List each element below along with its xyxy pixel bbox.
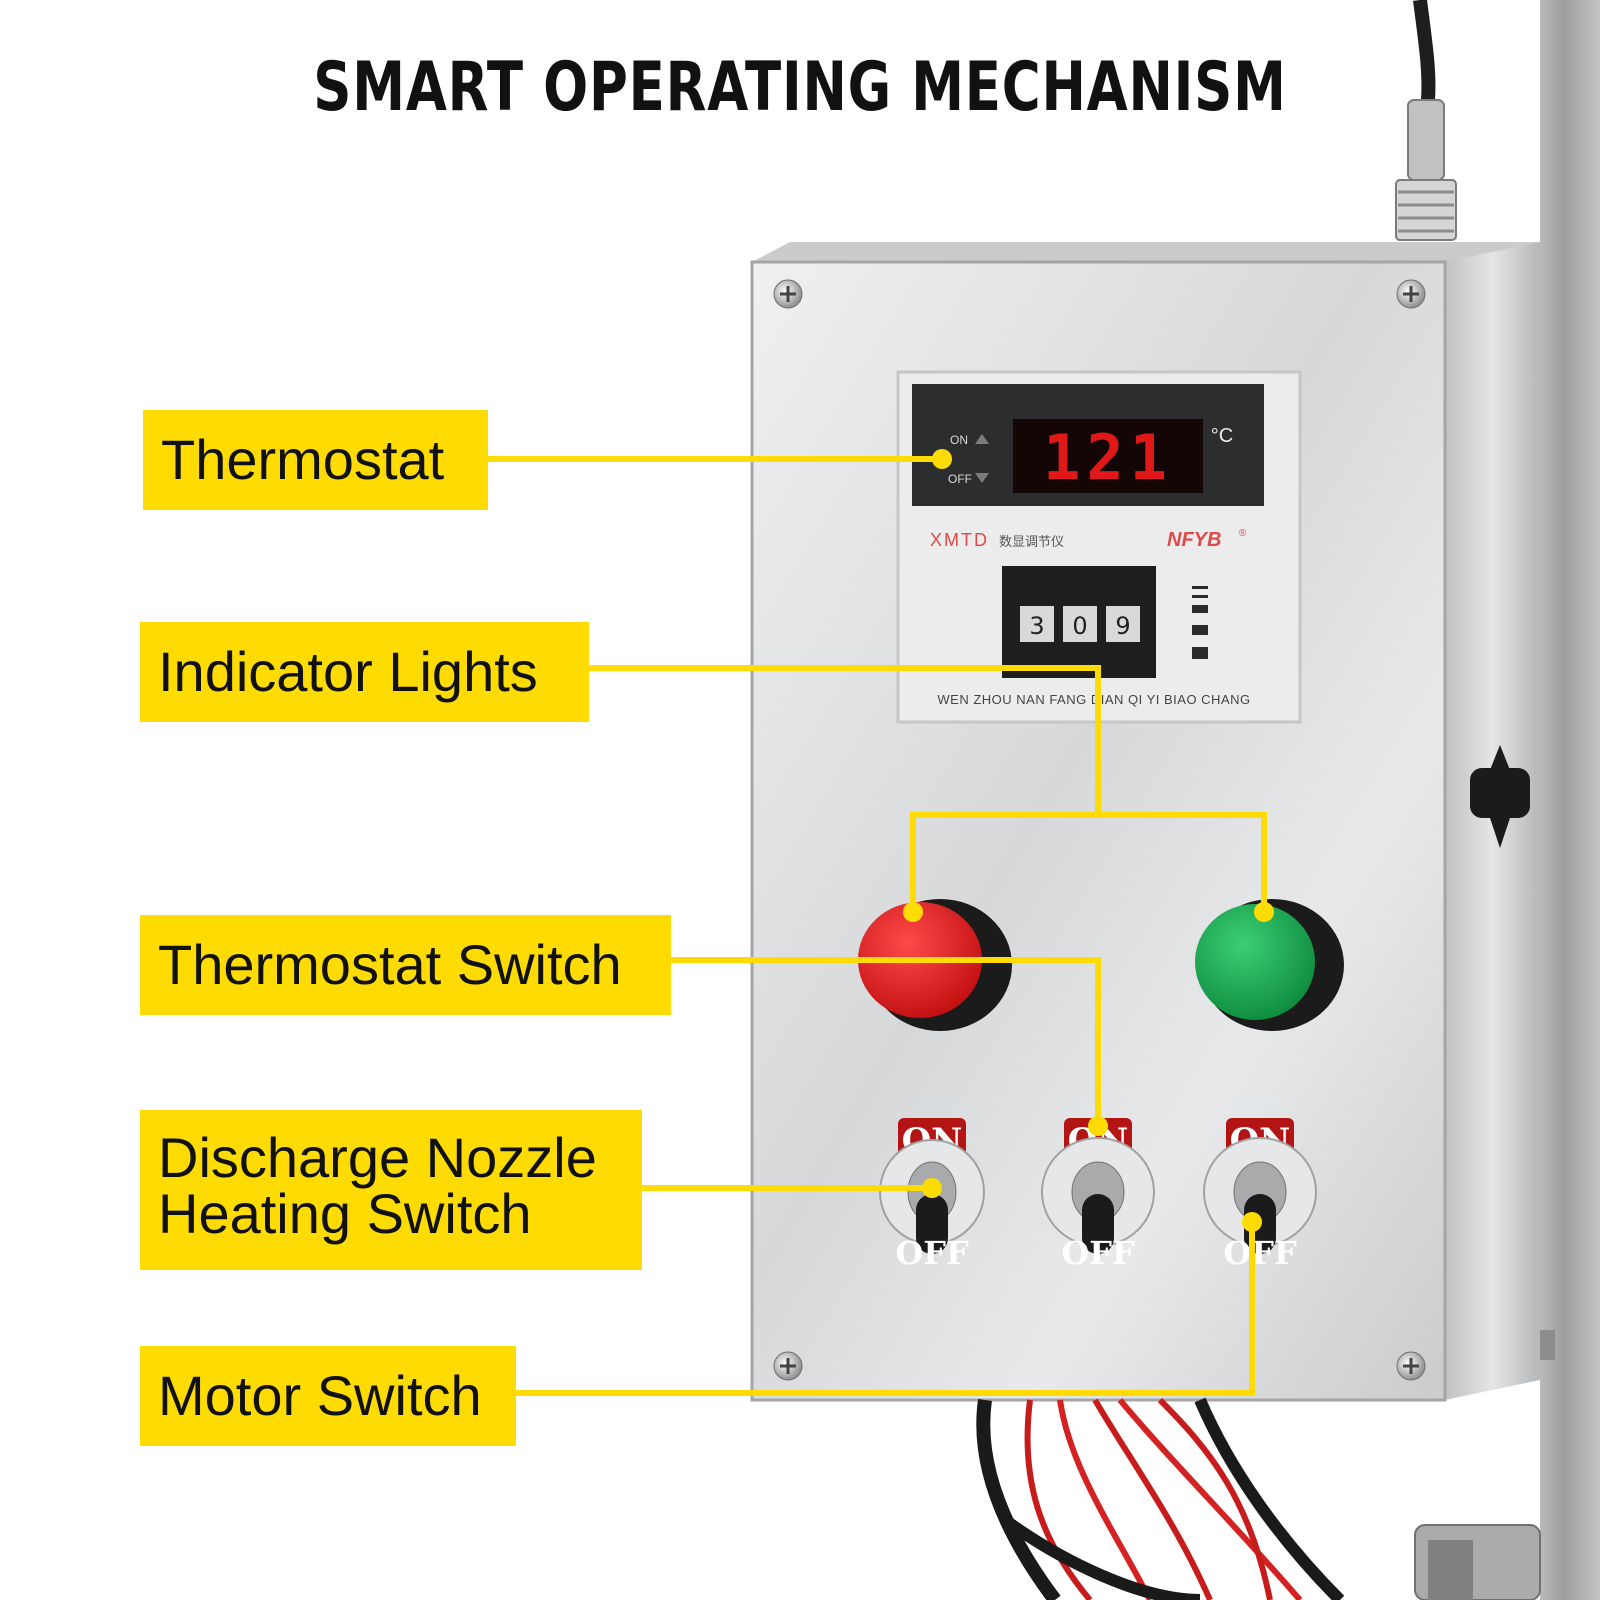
- temperature-readout: 121: [1043, 421, 1173, 494]
- on-label: ON: [950, 433, 968, 447]
- callout-motor-switch: Motor Switch: [140, 1346, 516, 1446]
- callout-line: Heating Switch: [158, 1182, 532, 1245]
- toggle-off-label: OFF: [1223, 1234, 1297, 1272]
- toggle-off-label: OFF: [895, 1234, 969, 1272]
- off-label: OFF: [948, 472, 972, 486]
- dial-digit: 3: [1029, 612, 1044, 640]
- brand-label: NFYB: [1167, 529, 1221, 551]
- lower-fitting: [1414, 1524, 1541, 1600]
- unit-label: °C: [1211, 425, 1233, 447]
- toggle-off-label: OFF: [1061, 1234, 1135, 1272]
- dial-window: [1106, 606, 1140, 642]
- maker-label: WEN ZHOU NAN FANG DIAN QI YI BIAO CHANG: [937, 692, 1250, 707]
- side-latch: [1470, 745, 1530, 848]
- wiring: [976, 1397, 1345, 1600]
- callout-indicator-lights: Indicator Lights: [140, 622, 589, 722]
- brand-mark: ®: [1239, 528, 1247, 539]
- callout-thermostat: Thermostat: [143, 410, 488, 510]
- dial-window: [1063, 606, 1097, 642]
- leader-dots: [903, 449, 1274, 1232]
- callout-line: Discharge Nozzle: [158, 1126, 597, 1189]
- top-cable: [1413, 0, 1436, 101]
- model-cn-label: 数显调节仪: [999, 535, 1064, 550]
- callout-discharge-nozzle-heating-switch: Discharge Nozzle Heating Switch: [140, 1110, 642, 1270]
- leader-lines: [480, 456, 1267, 1396]
- aviation-connector: [1395, 99, 1457, 241]
- up-arrow-icon: [975, 434, 989, 444]
- status-led-column: [1192, 586, 1208, 659]
- screw-icon: [773, 1351, 803, 1381]
- model-label: XMTD: [930, 530, 989, 550]
- green-indicator-light: [1195, 899, 1344, 1031]
- down-arrow-icon: [975, 473, 989, 483]
- dial-window: [1020, 606, 1054, 642]
- dial-digit: 0: [1072, 612, 1087, 640]
- led-window: [1013, 419, 1203, 493]
- screw-icon: [1396, 279, 1426, 309]
- box-top: [752, 242, 1540, 262]
- screw-icon: [1396, 1351, 1426, 1381]
- page-title: SMART OPERATING MECHANISM: [313, 48, 1287, 127]
- dial-digit: 9: [1115, 612, 1130, 640]
- screw-icon: [773, 279, 803, 309]
- callout-thermostat-switch: Thermostat Switch: [140, 915, 671, 1015]
